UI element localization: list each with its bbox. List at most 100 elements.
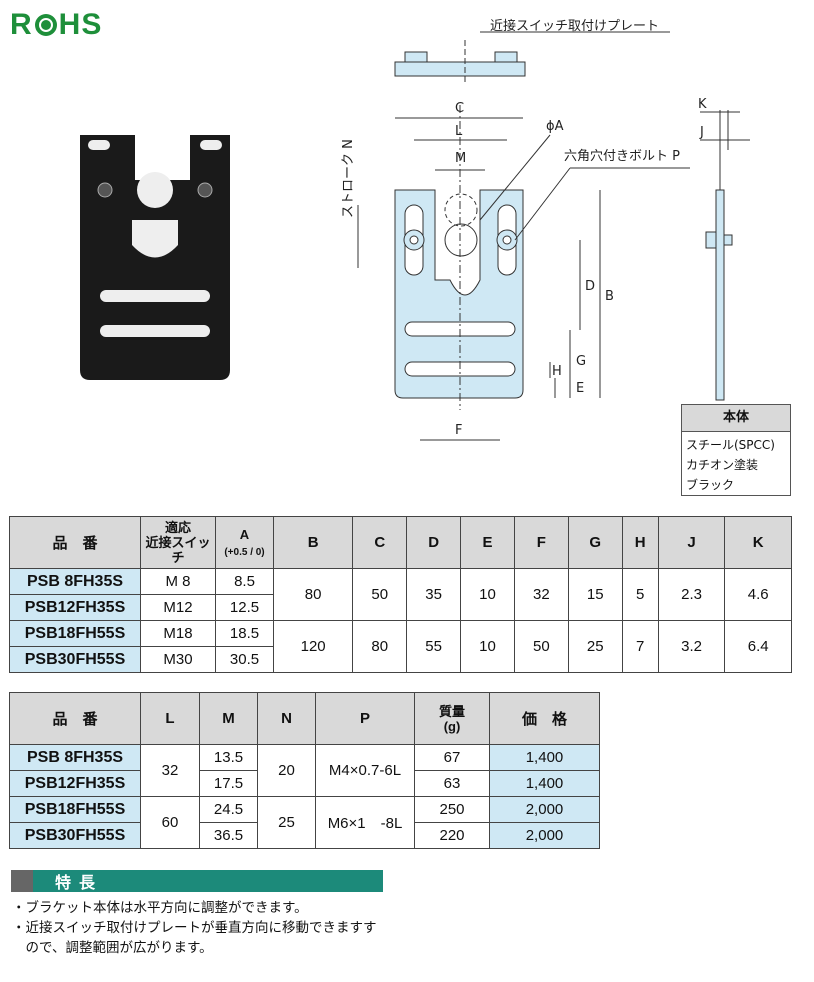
f-cell: 32 [513,568,569,621]
f-cell: 50 [513,620,569,673]
header-j: J [657,516,726,569]
dimension-drawing: 近接スイッチ取付けプレート C L M ϕA 六角穴付きボルト P ストローク … [341,18,750,441]
header-g: G [567,516,623,569]
g-cell: 15 [567,568,623,621]
features-tab-marker [11,870,33,892]
d-cell: 55 [406,620,462,673]
header-mass: 質量 (g) [414,692,490,745]
header-b: B [272,516,354,569]
feature-item: ・ブラケット本体は水平方向に調整ができます。 [12,900,308,916]
sensor-cell: M12 [140,594,216,621]
mass-cell: 63 [414,770,490,797]
mass-cell: 67 [414,744,490,771]
sensor-cell: M 8 [140,568,216,595]
table-row: PSB 8FH35S 32 13.5 20 M4×0.7-6L 67 1,400 [9,744,600,797]
h-cell: 5 [621,568,659,621]
dim-phi-a: ϕA [546,119,564,134]
a-cell: 30.5 [215,646,274,673]
mass-cell: 220 [414,822,490,849]
part-number: PSB18FH55S [9,796,141,823]
dim-e: E [576,381,584,396]
l-cell: 32 [140,744,200,797]
table-row: PSB18FH55S M18 18.5 120 80 55 10 50 25 7… [9,620,792,673]
a-cell: 8.5 [215,568,274,595]
a-cell: 12.5 [215,594,274,621]
part-number: PSB 8FH35S [9,568,141,595]
p-cell: M6×1 -8L [315,796,415,849]
j-cell: 2.3 [657,568,726,621]
header-k: K [724,516,792,569]
d-cell: 35 [406,568,462,621]
a-cell: 18.5 [215,620,274,647]
h-cell: 7 [621,620,659,673]
stroke-label: ストローク N [341,139,356,218]
l-cell: 60 [140,796,200,849]
header-d: D [406,516,462,569]
table-header-row: 品 番 適応 近接スイッチ A (+0.5 / 0) B C D E F G H… [9,516,792,569]
part-number: PSB12FH35S [9,770,141,797]
plate-label: 近接スイッチ取付けプレート [490,18,659,34]
feature-item: ・近接スイッチ取付けプレートが垂直方向に移動できますす [12,920,377,936]
m-cell: 13.5 [199,744,258,771]
dim-g: G [576,354,586,369]
e-cell: 10 [460,568,515,621]
part-number: PSB30FH55S [9,646,141,673]
features-header: 特長 [11,870,383,892]
k-cell: 4.6 [724,568,792,621]
part-number: PSB30FH55S [9,822,141,849]
b-cell: 120 [272,620,354,673]
sensor-cell: M30 [140,646,216,673]
features-list: ・ブラケット本体は水平方向に調整ができます。 ・近接スイッチ取付けプレートが垂直… [12,898,377,958]
header-c: C [352,516,408,569]
price-cell: 2,000 [489,796,600,823]
header-h: H [621,516,659,569]
b-cell: 80 [272,568,354,621]
table-row: PSB30FH55S 36.5 220 2,000 [9,822,600,849]
spec-table-2: 品 番 L M N P 質量 (g) 価 格 PSB 8FH35S 32 13.… [9,692,600,849]
header-part: 品 番 [9,516,141,569]
part-number: PSB18FH55S [9,620,141,647]
j-cell: 3.2 [657,620,726,673]
table-row: PSB30FH55S M30 30.5 [9,646,792,673]
features-title: 特長 [55,873,104,892]
dim-c: C [455,101,464,116]
dim-l: L [455,124,463,139]
part-number: PSB 8FH35S [9,744,141,771]
header-price: 価 格 [489,692,600,745]
part-number: PSB12FH35S [9,594,141,621]
price-cell: 1,400 [489,744,600,771]
spec-table-1: 品 番 適応 近接スイッチ A (+0.5 / 0) B C D E F G H… [9,516,792,673]
feature-item: ので、調整範囲が広がります。 [12,940,213,956]
c-cell: 50 [352,568,408,621]
p-cell: M4×0.7-6L [315,744,415,797]
table-row: PSB 8FH35S M 8 8.5 80 50 35 10 32 15 5 2… [9,568,792,621]
header-sensor: 適応 近接スイッチ [140,516,216,569]
header-a: A (+0.5 / 0) [215,516,274,569]
c-cell: 80 [352,620,408,673]
globe-icon [34,14,57,36]
e-cell: 10 [460,620,515,673]
m-cell: 24.5 [199,796,258,823]
m-cell: 17.5 [199,770,258,797]
header-n: N [257,692,316,745]
header-e: E [460,516,515,569]
dim-h: H [552,364,562,379]
price-cell: 1,400 [489,770,600,797]
mass-cell: 250 [414,796,490,823]
n-cell: 25 [257,796,316,849]
header-m: M [199,692,258,745]
material-box: 本体 スチール(SPCC) カチオン塗装 ブラック [681,404,791,496]
dim-j: J [699,125,704,140]
product-photo [80,135,230,380]
dim-m: M [455,151,466,166]
header-f: F [513,516,569,569]
dim-b: B [605,289,614,304]
dim-d: D [585,279,595,294]
header-p: P [315,692,415,745]
sensor-cell: M18 [140,620,216,647]
header-l: L [140,692,200,745]
table-row: PSB18FH55S 60 24.5 25 M6×1 -8L 250 2,000 [9,796,600,849]
g-cell: 25 [567,620,623,673]
table-header-row: 品 番 L M N P 質量 (g) 価 格 [9,692,600,745]
